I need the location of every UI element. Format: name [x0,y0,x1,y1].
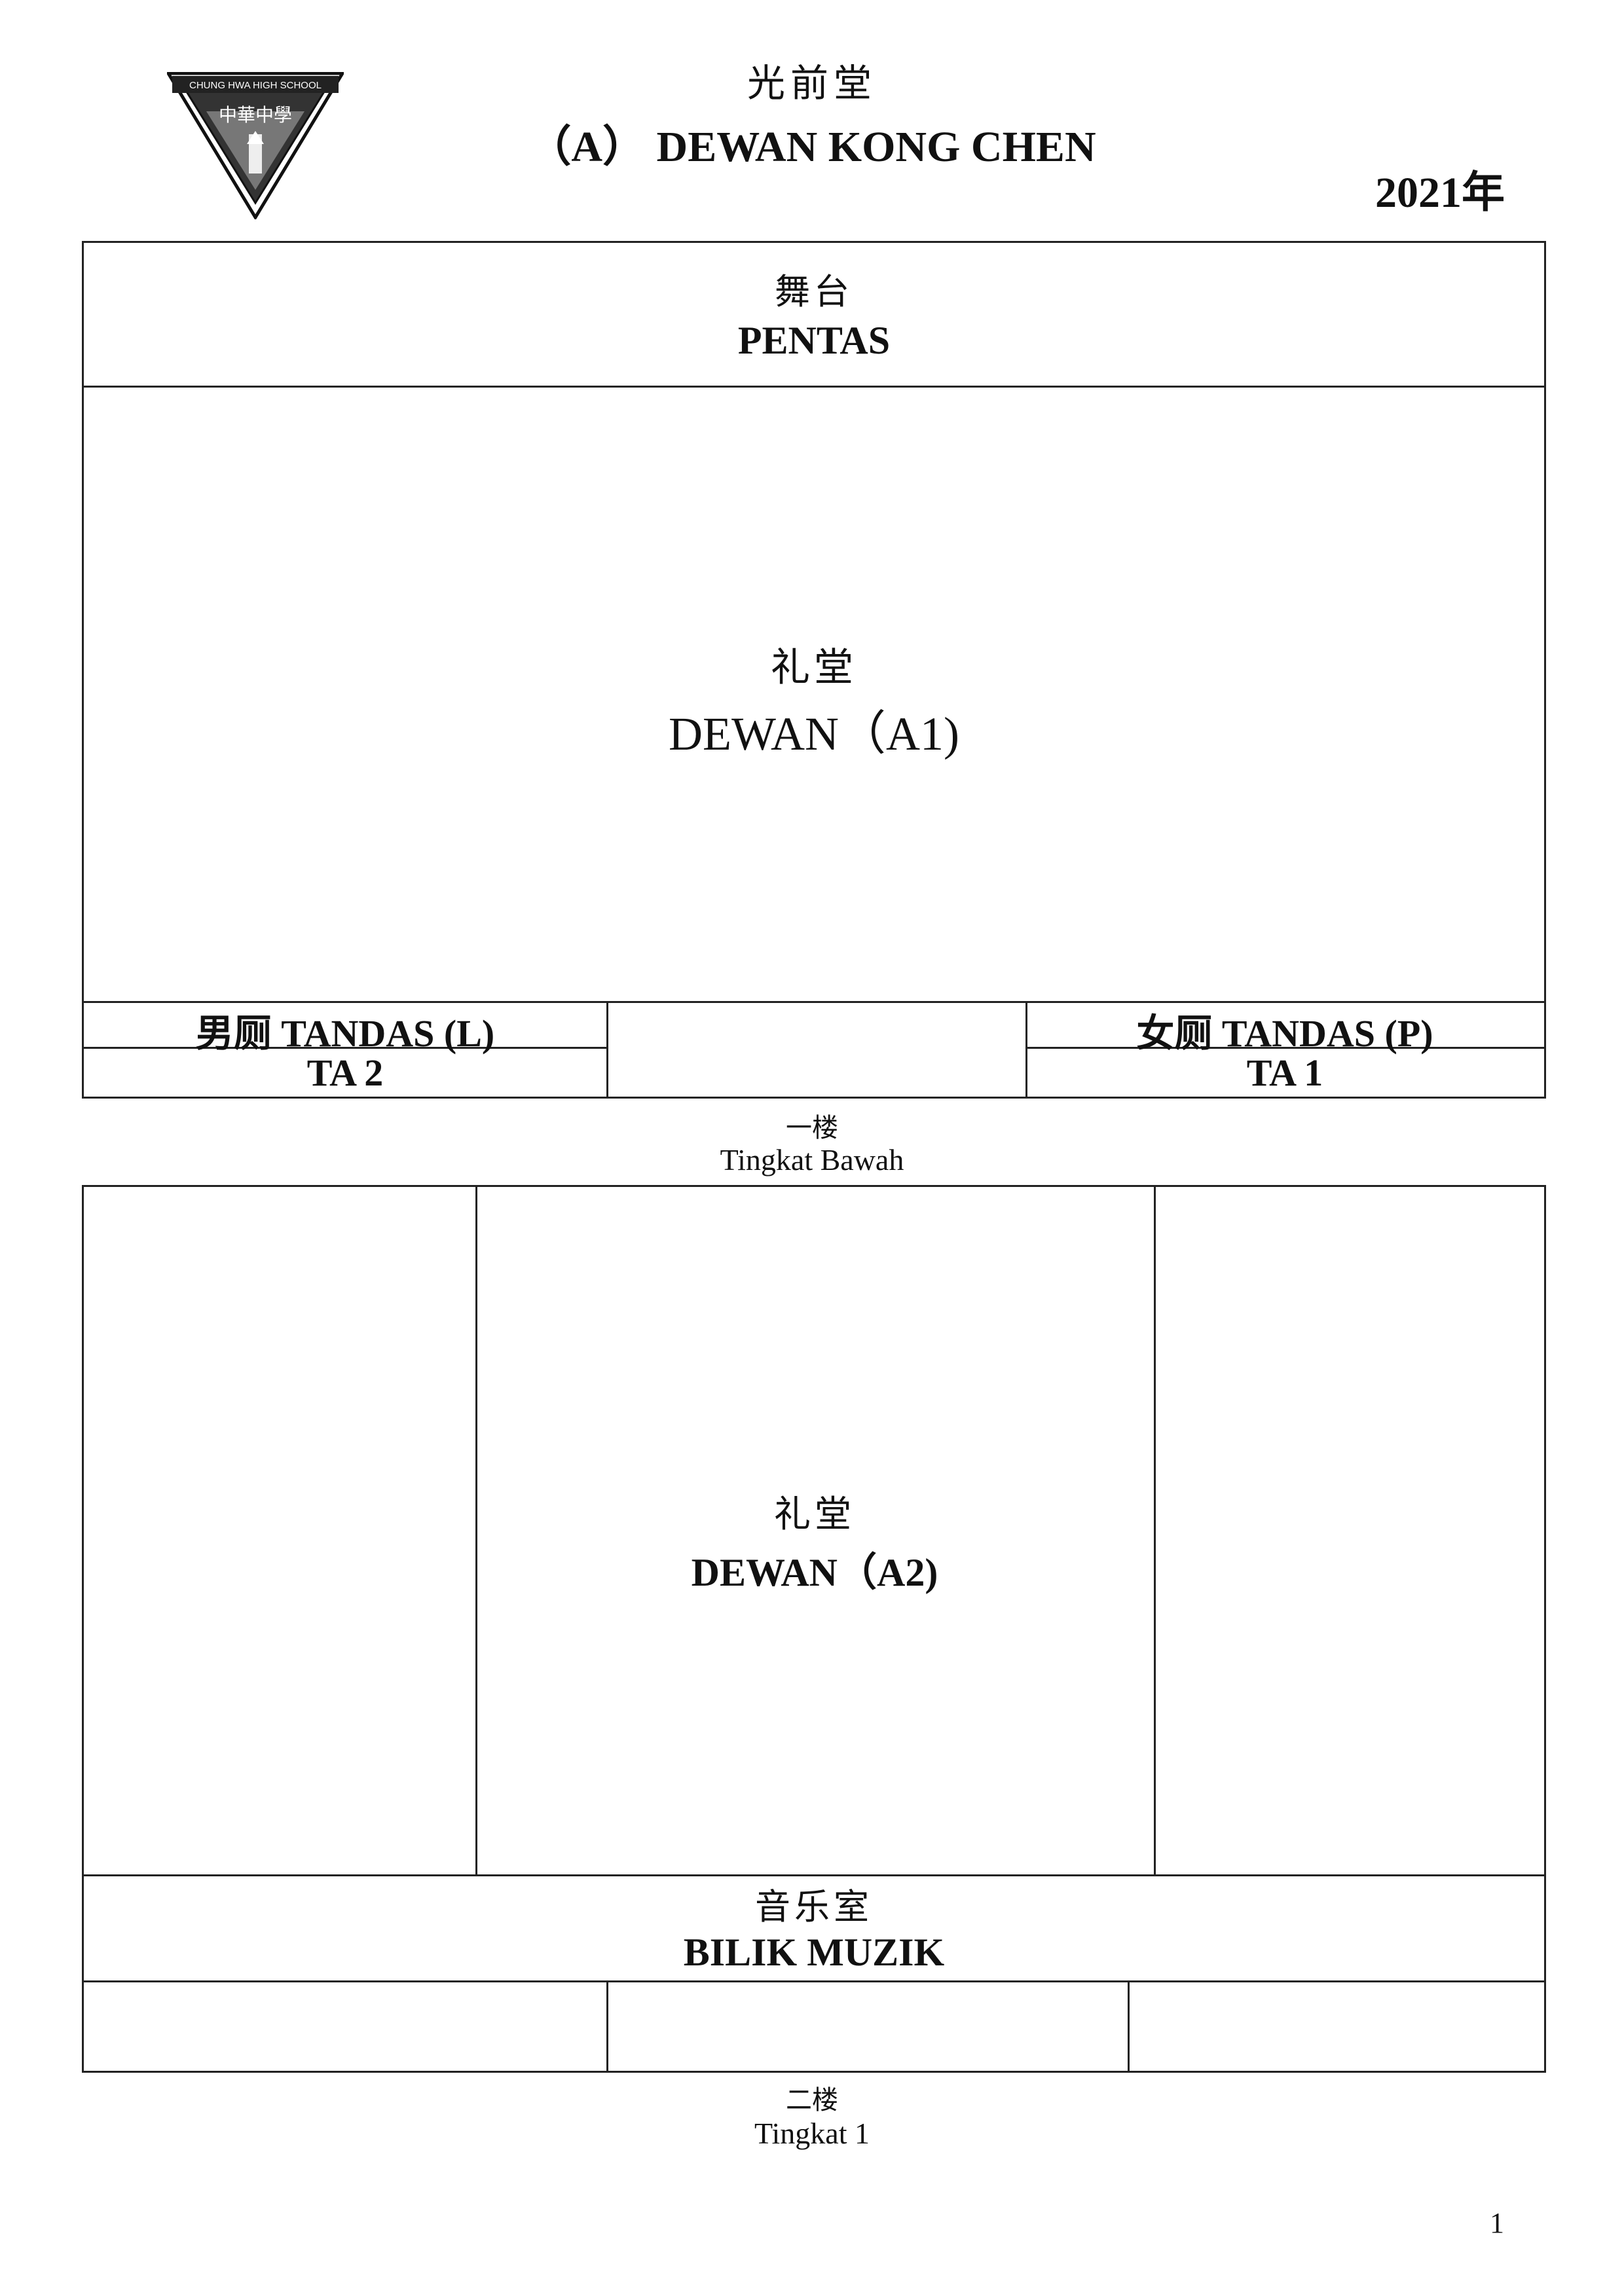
page-title-chinese: 光前堂 [747,62,877,105]
toilet-female-mid-line [1025,1047,1544,1049]
hall-a1-label-chinese: 礼堂 [771,646,857,689]
toilet-male-code: TA 2 [306,1051,384,1094]
stage-divider [84,386,1544,388]
toilet-female-left-line [1025,1001,1027,1097]
school-crest-icon: CHUNG HWA HIGH SCHOOL 中華中學 [165,71,346,221]
music-room-label-chinese: 音乐室 [755,1887,873,1927]
music-room-label: BILIK MUZIK [683,1931,945,1974]
ground-floor-plan: 舞台 PENTAS 礼堂 DEWAN（A1) 男厕 TANDAS (L) TA … [82,241,1546,1099]
school-logo: CHUNG HWA HIGH SCHOOL 中華中學 [165,71,346,221]
ground-floor-label: Tingkat Bawah [720,1143,904,1176]
toilet-female-code: TA 1 [1246,1051,1323,1094]
hall-a2-label-chinese: 礼堂 [774,1495,855,1535]
toilet-row-top-line [84,1001,1544,1003]
first-floor-plan: 礼堂 DEWAN（A2) 音乐室 BILIK MUZIK [82,1185,1546,2073]
hall-a2-left-line [475,1187,477,1874]
toilet-male-label: 男厕 TANDAS (L) [195,1012,495,1055]
ground-floor-label-chinese: 一楼 [786,1113,838,1142]
toilet-male-right-line [606,1001,608,1097]
logo-top-text: CHUNG HWA HIGH SCHOOL [189,80,322,91]
first-floor-label: Tingkat 1 [754,2117,870,2150]
page-number: 1 [1490,2207,1504,2239]
music-room-top-line [84,1874,1544,1876]
stage-label: PENTAS [737,319,891,362]
hall-a2-right-line [1154,1187,1156,1874]
page-title-english: （A） DEWAN KONG CHEN [528,123,1096,171]
bottom-row-top-line [84,1980,1544,1982]
toilet-female-label: 女厕 TANDAS (P) [1136,1012,1433,1055]
bottom-row-divider-left [606,1980,608,2071]
year-label: 2021年 [1375,169,1505,217]
stage-label-chinese: 舞台 [775,272,853,312]
hall-a1-label: DEWAN（A1) [669,708,959,760]
logo-middle-text: 中華中學 [219,104,292,126]
hall-a2-label: DEWAN（A2) [691,1551,938,1594]
toilet-male-mid-line [84,1047,606,1049]
bottom-row-divider-right [1128,1980,1130,2071]
first-floor-label-chinese: 二楼 [786,2085,838,2115]
